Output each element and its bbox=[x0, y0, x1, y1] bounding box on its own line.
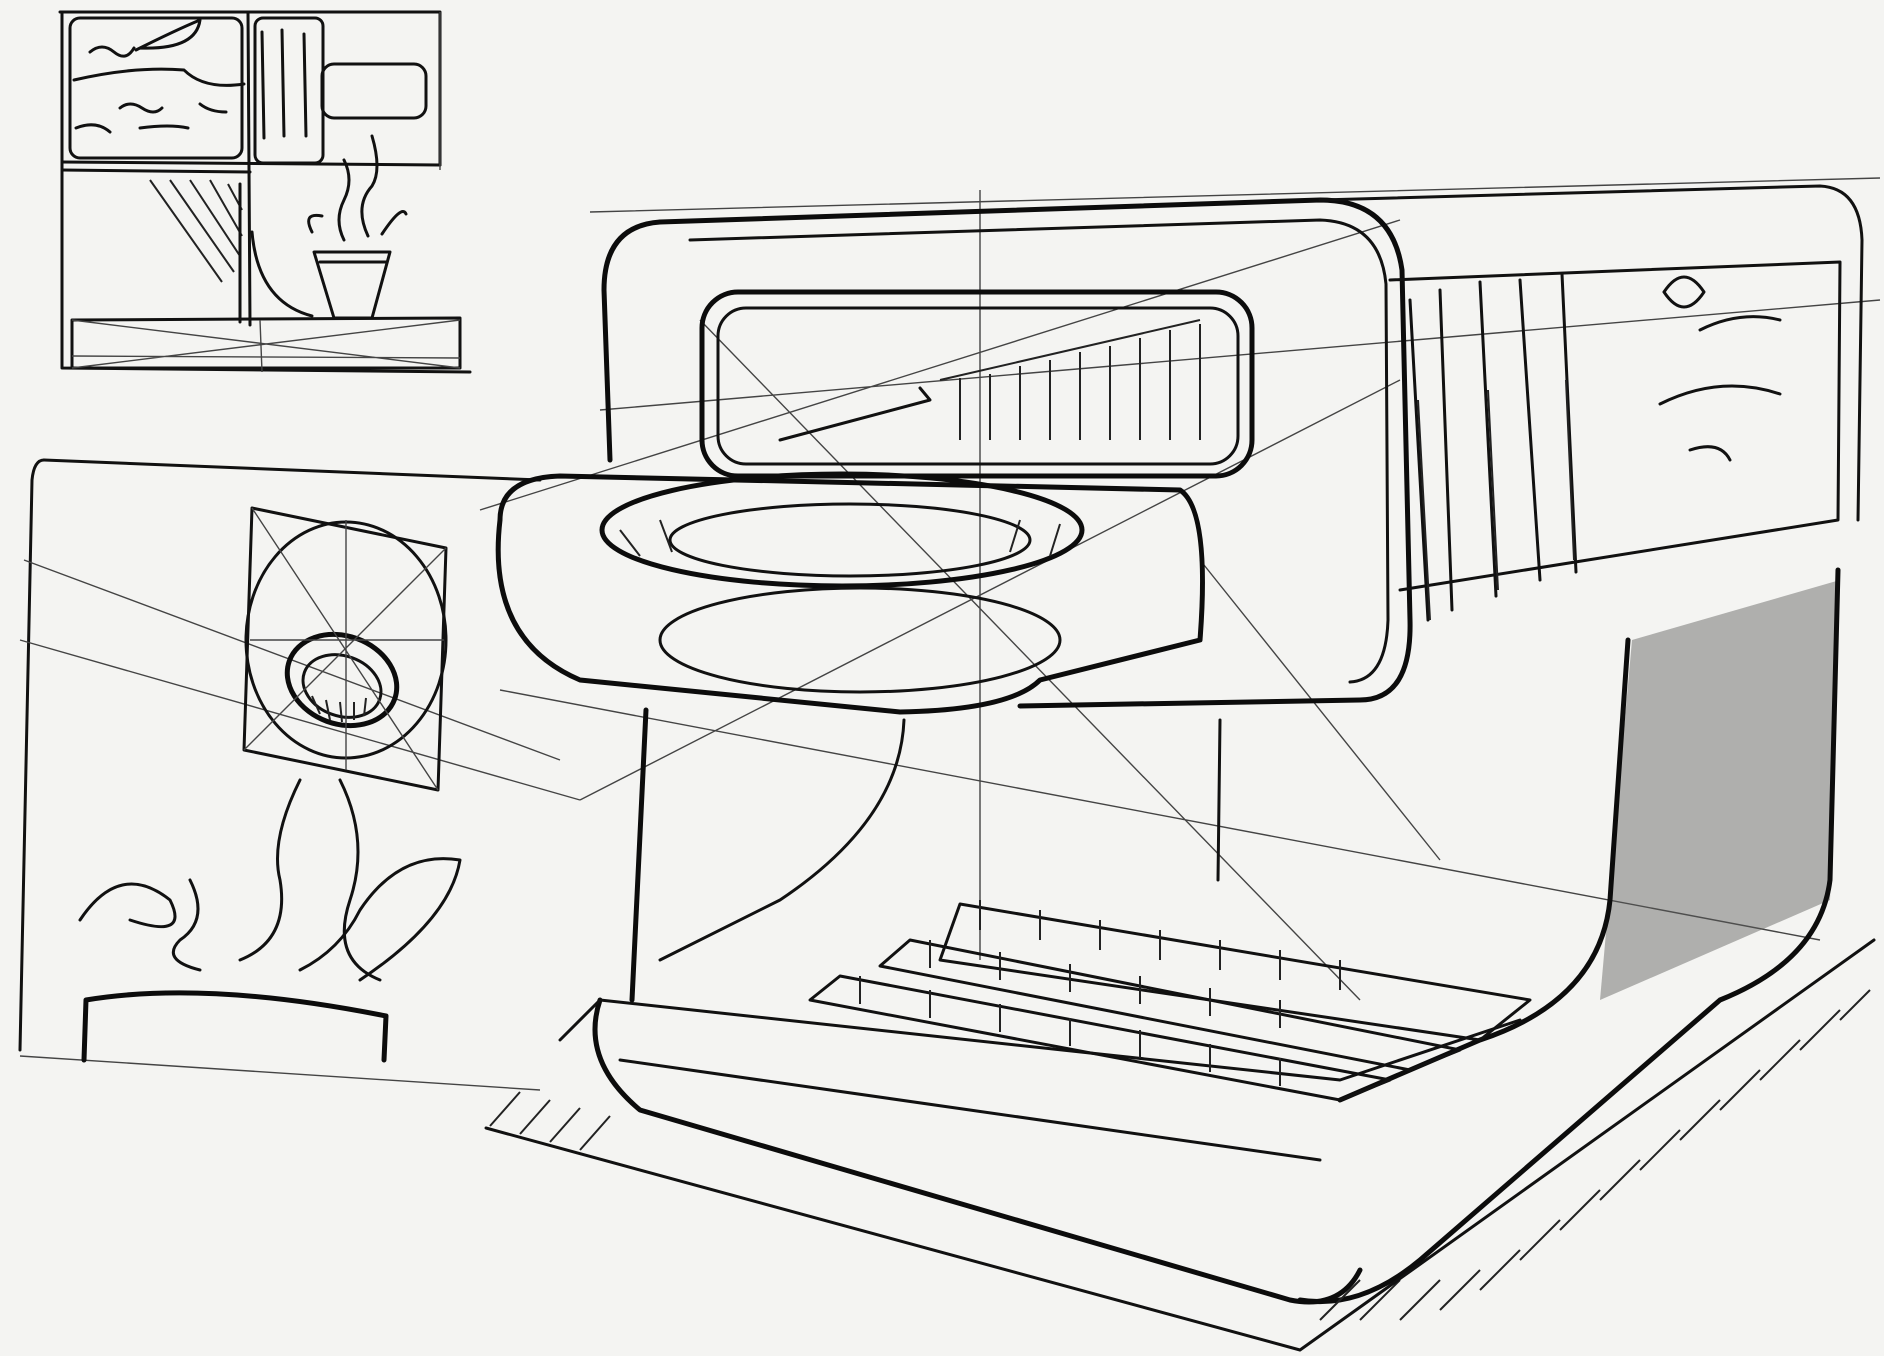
machine-main-view bbox=[479, 177, 1881, 1352]
thumbnail-front-view bbox=[58, 10, 472, 374]
detail-spout-view bbox=[18, 458, 581, 1091]
